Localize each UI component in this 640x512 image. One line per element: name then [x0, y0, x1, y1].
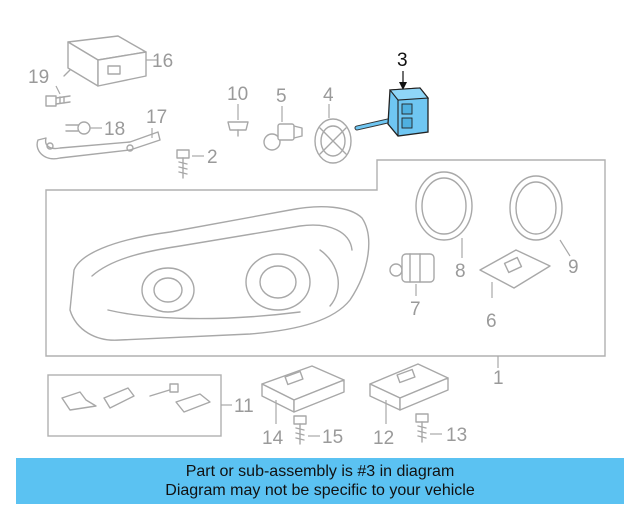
- callout-7: 7: [410, 299, 421, 320]
- callout-4: 4: [323, 85, 334, 106]
- part-19-screw: [45, 85, 71, 107]
- callout-16: 16: [152, 51, 173, 72]
- callout-11: 11: [234, 396, 254, 417]
- part-15-screw: [293, 415, 320, 445]
- part-11-bracket-set: [61, 383, 211, 413]
- callout-1: 1: [493, 368, 504, 389]
- part-3-hid-bulb: [354, 71, 430, 137]
- info-banner: Part or sub-assembly is #3 in diagram Di…: [16, 458, 624, 504]
- part-13-screw: [415, 413, 442, 443]
- banner-line-2: Diagram may not be specific to your vehi…: [165, 482, 475, 499]
- part-16-control-module: [63, 35, 158, 87]
- part-5-bulb: [263, 106, 303, 151]
- part-4-socket-ring: [314, 104, 352, 164]
- part-2-screw: [176, 149, 204, 179]
- callout-18: 18: [104, 119, 125, 140]
- callout-9: 9: [568, 257, 579, 278]
- headlamp-housing: [69, 206, 370, 341]
- callout-5: 5: [276, 86, 287, 107]
- callout-19: 19: [28, 67, 49, 88]
- part-10-clip: [227, 104, 249, 137]
- part-6-module-plate: [479, 249, 551, 298]
- callout-14: 14: [262, 428, 284, 449]
- callout-8: 8: [455, 261, 466, 282]
- callout-2: 2: [207, 147, 218, 168]
- headlamp-assembly-frame: [45, 159, 606, 357]
- banner-line-1: Part or sub-assembly is #3 in diagram: [185, 463, 455, 480]
- part-14-control-unit: [261, 365, 345, 424]
- callout-6: 6: [486, 311, 497, 332]
- callout-12: 12: [373, 428, 394, 449]
- callout-10: 10: [227, 84, 248, 105]
- part-12-control-unit: [369, 363, 449, 424]
- callout-3: 3: [397, 50, 408, 71]
- part-18-bolt: [65, 121, 102, 135]
- part-9-cover-ring: [509, 175, 571, 257]
- part-8-cover-ring: [415, 171, 473, 258]
- part-7-bulb-socket: [389, 253, 435, 296]
- callout-13: 13: [446, 425, 467, 446]
- callout-17: 17: [146, 107, 167, 128]
- callout-15: 15: [322, 427, 343, 448]
- part-17-bracket: [36, 128, 161, 160]
